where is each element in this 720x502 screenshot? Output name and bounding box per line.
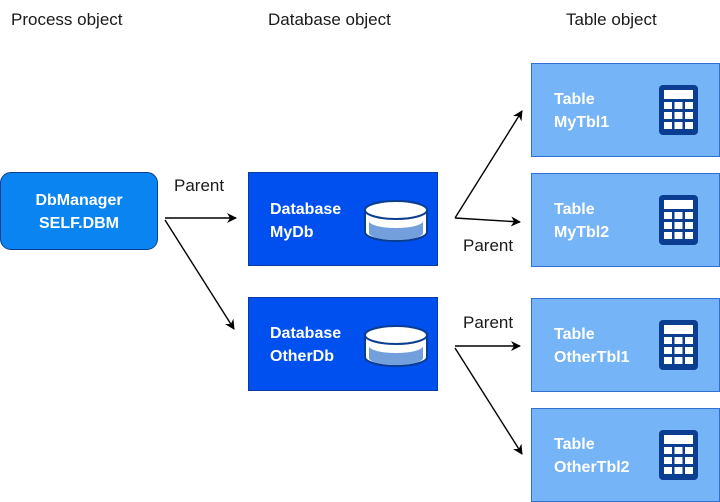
process-node-dbmanager[interactable]: DbManager SELF.DBM	[0, 172, 158, 250]
table-node-mytbl2[interactable]: Table MyTbl2	[531, 173, 720, 267]
table-node-othertbl2[interactable]: Table OtherTbl2	[531, 408, 720, 502]
database-node-title: Database	[270, 201, 342, 218]
database-node-title: Database	[270, 325, 342, 342]
table-node-name: OtherTbl2	[554, 459, 630, 476]
edge-label-parent: Parent	[463, 236, 514, 255]
process-node-title: DbManager	[35, 192, 123, 209]
edge-label-parent: Parent	[463, 313, 514, 332]
arrow-mydb-to-mytbl2	[454, 216, 521, 227]
table-node-mytbl1[interactable]: Table MyTbl1	[531, 63, 720, 157]
database-node-name: OtherDb	[270, 348, 334, 365]
database-node-mydb[interactable]: Database MyDb	[248, 172, 438, 266]
arrow-mydb-to-mytbl1	[454, 110, 523, 219]
database-cylinder-icon	[364, 325, 428, 367]
edge-label-parent: Parent	[174, 176, 225, 195]
arrow-otherdb-to-othertbl2	[454, 347, 523, 455]
table-node-name: MyTbl1	[554, 114, 610, 131]
table-grid-icon	[659, 320, 698, 370]
arrow-process-to-otherdb	[164, 219, 235, 330]
table-grid-icon	[659, 430, 698, 480]
column-header-process: Process object	[11, 10, 123, 29]
database-cylinder-icon	[364, 200, 428, 242]
column-header-table: Table object	[566, 10, 657, 29]
table-node-name: OtherTbl1	[554, 349, 630, 366]
table-node-title: Table	[554, 436, 595, 453]
table-grid-icon	[659, 85, 698, 135]
table-node-othertbl1[interactable]: Table OtherTbl1	[531, 298, 720, 392]
table-grid-icon	[659, 195, 698, 245]
database-node-name: MyDb	[270, 224, 314, 241]
table-node-name: MyTbl2	[554, 224, 610, 241]
process-node-subtitle: SELF.DBM	[39, 215, 119, 232]
table-node-title: Table	[554, 91, 595, 108]
database-node-otherdb[interactable]: Database OtherDb	[248, 297, 438, 391]
table-node-title: Table	[554, 326, 595, 343]
column-header-database: Database object	[268, 10, 391, 29]
table-node-title: Table	[554, 201, 595, 218]
